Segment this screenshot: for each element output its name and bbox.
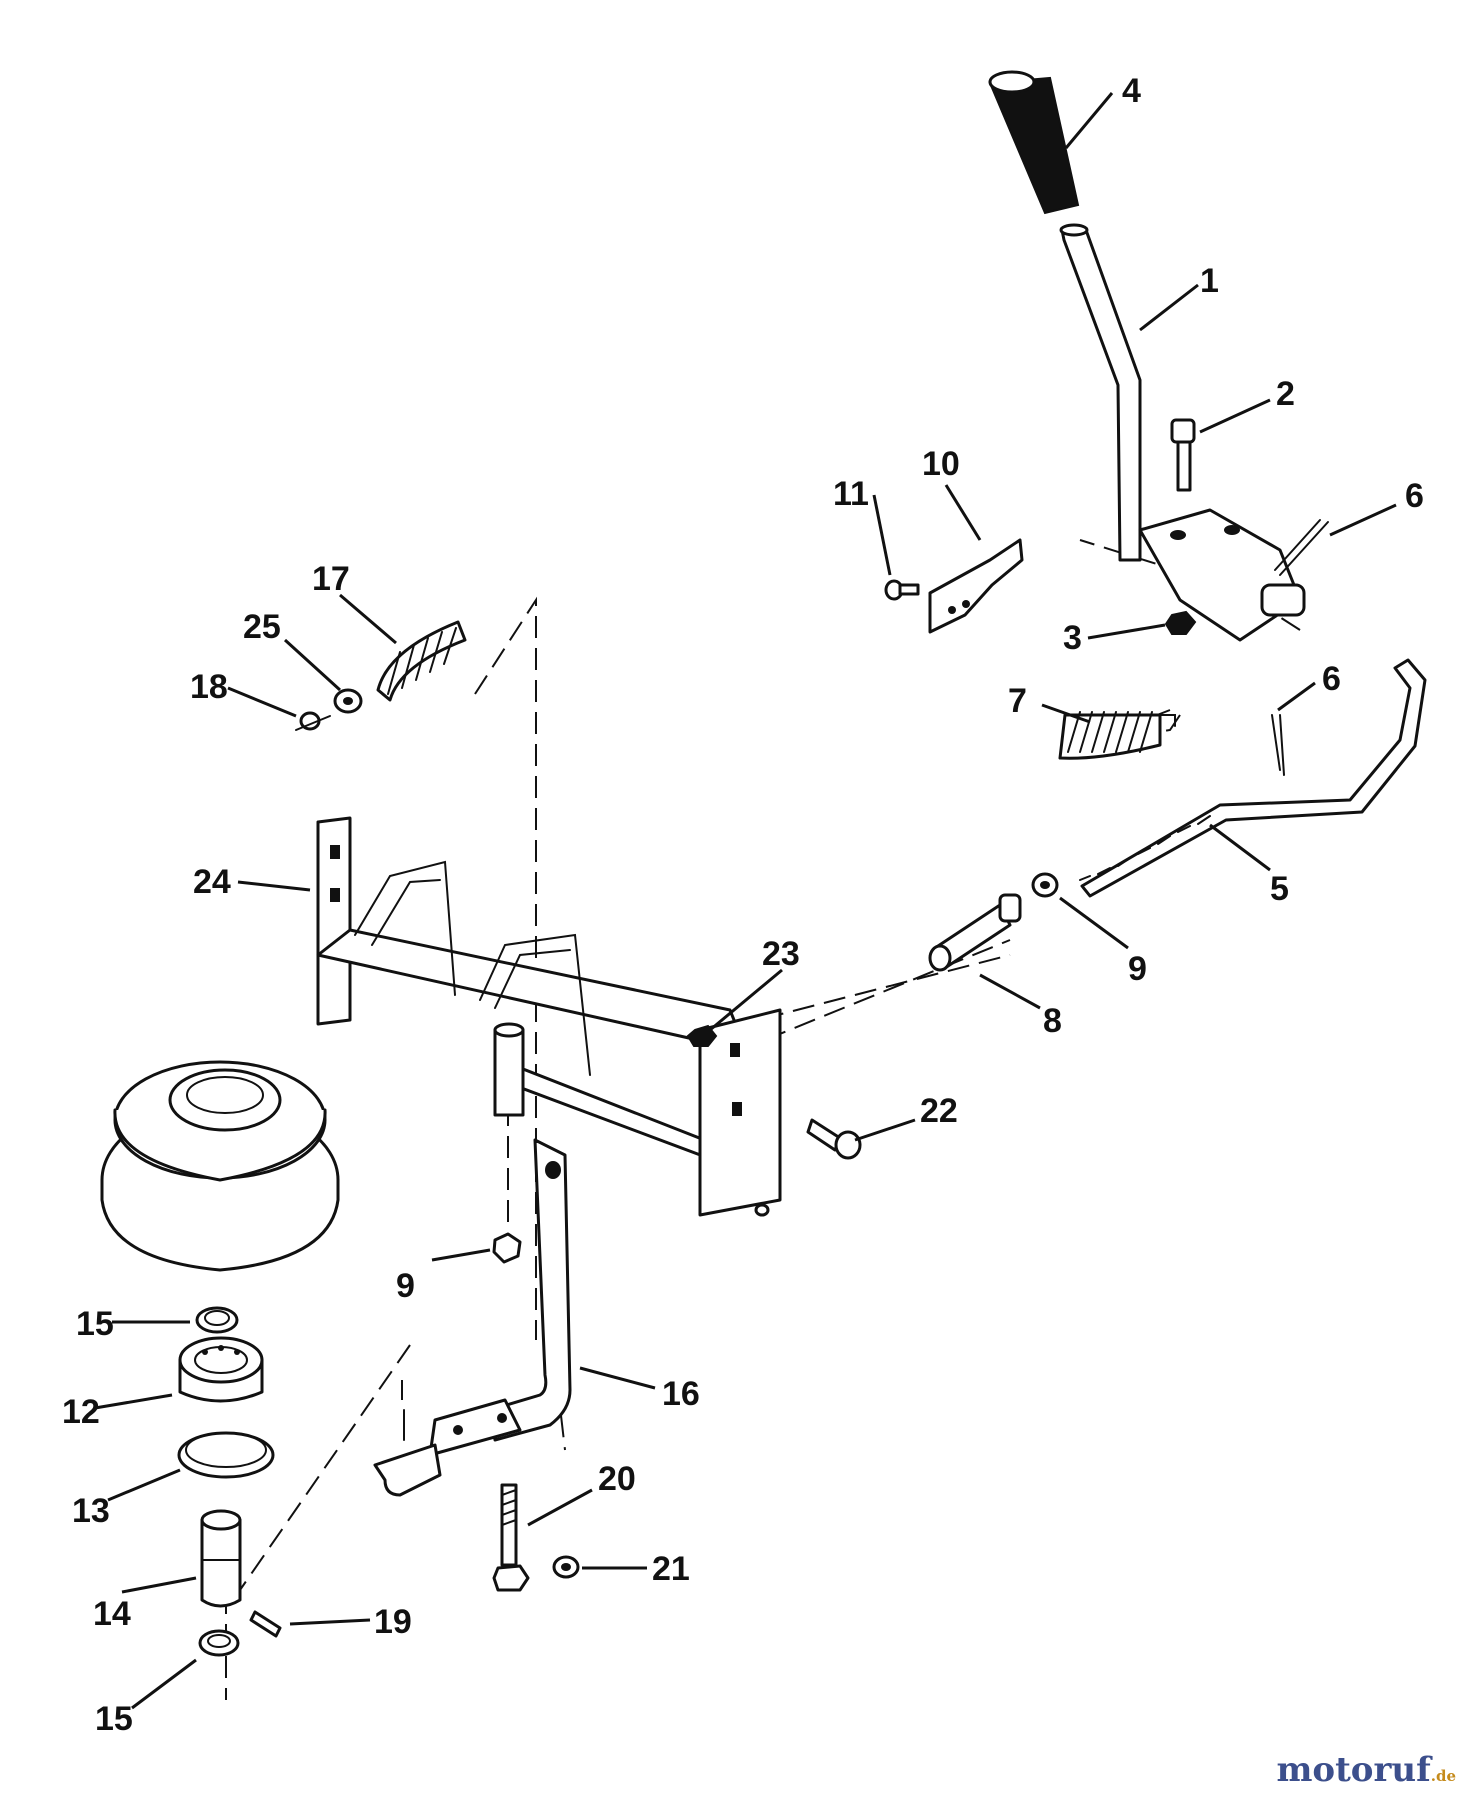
callout-23: 23 <box>762 935 800 973</box>
callout-10: 10 <box>922 445 960 483</box>
callout-13: 13 <box>72 1492 110 1530</box>
callout-17: 17 <box>312 560 350 598</box>
frame-part-24 <box>316 816 782 1217</box>
callout-labels: 4 1 2 10 11 6 3 17 25 18 7 6 5 24 9 23 8… <box>62 72 1424 1738</box>
spring-part-7 <box>1058 711 1176 760</box>
retaining-ring-part-13 <box>177 1431 275 1479</box>
nut-part-3 <box>1164 610 1197 635</box>
callout-14: 14 <box>93 1595 131 1633</box>
ring-part-18 <box>295 711 331 731</box>
callout-24: 24 <box>193 863 231 901</box>
watermark-tld: .de <box>1430 1767 1456 1785</box>
callout-18: 18 <box>190 668 228 706</box>
bolt-part-22 <box>806 1118 862 1160</box>
callout-22: 22 <box>920 1092 958 1130</box>
frame-pin <box>493 1022 525 1117</box>
cotter-pin-part-6-upper <box>1274 519 1329 576</box>
pin-part-19 <box>249 1610 282 1638</box>
cotter-pin-part-6-lower <box>1271 714 1285 776</box>
callout-6b: 6 <box>1322 660 1341 698</box>
rivet-part-11 <box>884 579 920 601</box>
callout-arrows <box>94 92 1397 1710</box>
bushing-part-8 <box>928 893 1022 972</box>
callout-5: 5 <box>1270 870 1289 908</box>
nut-part-9-upper <box>1031 872 1059 898</box>
bearing-part-12 <box>178 1336 264 1403</box>
bolt-part-2 <box>1170 418 1196 492</box>
callout-9a: 9 <box>1128 950 1147 988</box>
callout-1: 1 <box>1200 262 1219 300</box>
pulley <box>100 1060 340 1272</box>
callout-20: 20 <box>598 1460 636 1498</box>
callout-12: 12 <box>62 1393 100 1431</box>
nut-part-9-lower <box>492 1232 522 1264</box>
callout-6a: 6 <box>1405 477 1424 515</box>
washer-part-25 <box>333 688 363 714</box>
callout-2: 2 <box>1276 375 1295 413</box>
bracket-part-10 <box>928 538 1024 634</box>
callout-8: 8 <box>1043 1002 1062 1040</box>
callout-25: 25 <box>243 608 281 646</box>
callout-9b: 9 <box>396 1267 415 1305</box>
snap-ring-part-15-upper <box>195 1306 239 1334</box>
callout-4: 4 <box>1122 72 1141 110</box>
callout-19: 19 <box>374 1603 412 1641</box>
control-rod-part-5 <box>1079 658 1427 898</box>
snap-ring-part-15-lower <box>198 1629 240 1657</box>
bolt-part-20 <box>492 1483 530 1592</box>
nut-part-23 <box>686 1024 718 1047</box>
lever-bracket <box>1138 508 1306 642</box>
watermark-brand: motoruf <box>1276 1750 1431 1790</box>
spindle-part-14 <box>200 1509 242 1608</box>
callout-3: 3 <box>1063 619 1082 657</box>
callout-21: 21 <box>652 1550 690 1588</box>
callout-15a: 15 <box>76 1305 114 1343</box>
callout-15b: 15 <box>95 1700 133 1738</box>
washer-part-21 <box>552 1555 580 1579</box>
shift-lever-part-1 <box>1059 223 1142 562</box>
spring-part-17 <box>376 620 467 702</box>
grip-part-4 <box>988 70 1080 215</box>
callout-11: 11 <box>833 475 869 513</box>
callout-7: 7 <box>1008 682 1027 720</box>
idler-arm-part-16 <box>373 1138 572 1497</box>
watermark-logo: motoruf.de <box>1276 1750 1456 1790</box>
callout-16: 16 <box>662 1375 700 1413</box>
